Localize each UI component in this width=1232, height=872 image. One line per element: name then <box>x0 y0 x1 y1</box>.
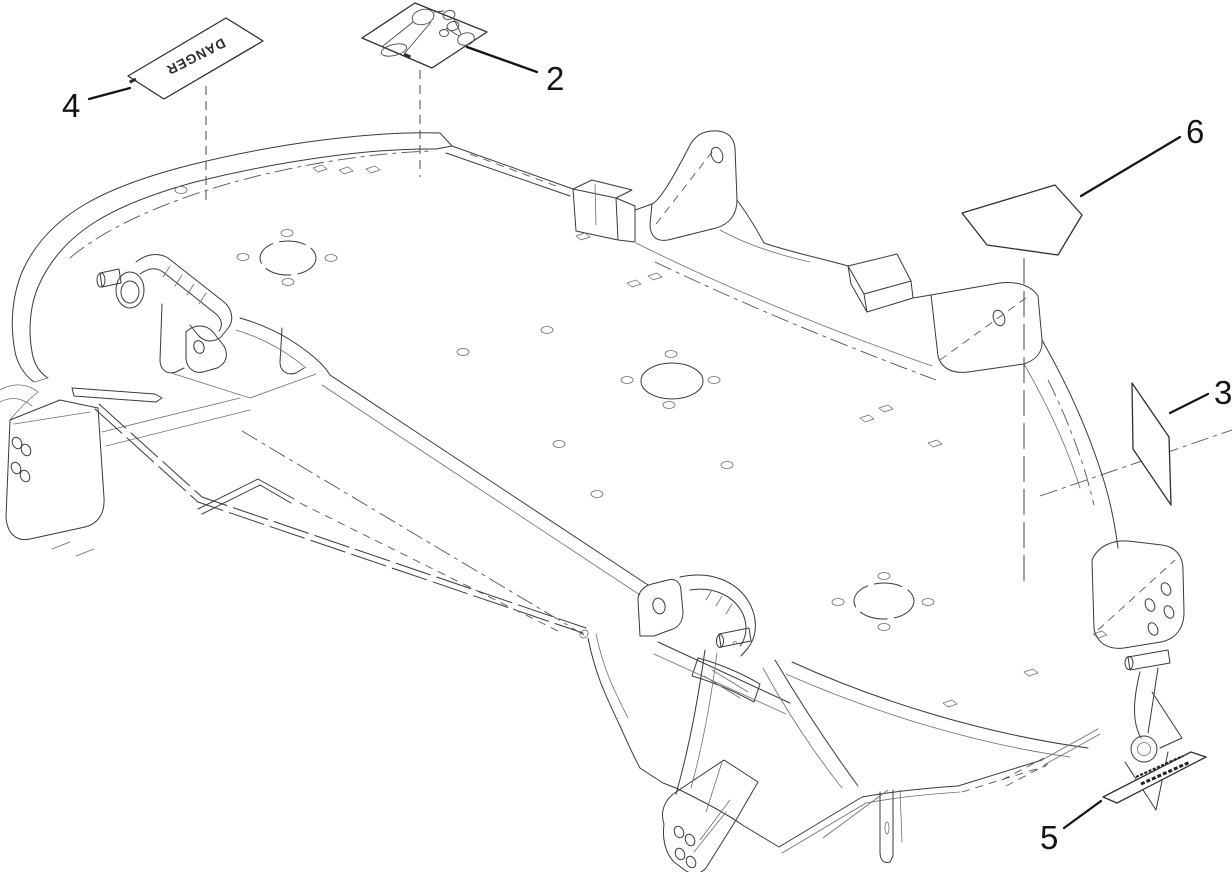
decals: DANGER <box>127 2 1207 804</box>
callout-leader-line <box>465 45 539 74</box>
callout-5: 5 <box>1040 799 1103 856</box>
rear-upstand-bracket <box>572 130 937 381</box>
mower-deck-line-art <box>0 130 1232 872</box>
callout-leader-line <box>1062 799 1103 830</box>
left-hinge-assembly <box>96 254 331 447</box>
center-hinge-assembly <box>637 574 1089 758</box>
callout-6: 6 <box>1079 113 1204 198</box>
spindle-opening-right <box>853 582 915 620</box>
front-left-bracket <box>5 387 589 639</box>
callout-number-3: 3 <box>1214 374 1232 411</box>
callout-2: 2 <box>465 45 564 97</box>
callout-4: 4 <box>62 86 132 124</box>
deck-holes <box>174 164 1108 708</box>
danger-decal: DANGER <box>127 17 264 100</box>
decal-position-lines <box>205 70 1025 588</box>
bolt-hole <box>710 146 724 164</box>
callout-number-2: 2 <box>546 60 564 97</box>
callout-number-6: 6 <box>1186 113 1204 150</box>
callout-leader-line <box>1079 135 1182 198</box>
belt-routing-decal <box>361 2 488 69</box>
bolt-hole <box>992 309 1006 327</box>
hinge-boss <box>115 271 145 309</box>
callout-number-4: 4 <box>62 87 80 124</box>
right-rear-brackets <box>847 253 1232 549</box>
right-lower-assembly <box>1001 540 1185 811</box>
callout-leader-line <box>1168 392 1210 415</box>
spindle-opening-center <box>640 362 704 400</box>
callout-number-5: 5 <box>1040 819 1058 856</box>
decal-fine-print-mark <box>128 77 137 84</box>
spindle-openings <box>236 229 935 631</box>
discharge-and-front-bracket <box>587 633 1047 872</box>
callout-3: 3 <box>1168 374 1232 415</box>
front-lift-rod <box>94 408 584 634</box>
blank-decal-top-right <box>961 184 1083 256</box>
decal-fine-print-mark <box>403 52 412 59</box>
blank-decal-right <box>1131 382 1172 506</box>
roller-pulley <box>1130 735 1158 763</box>
decal-fine-print-mark <box>1135 754 1184 779</box>
warning-strip-decal <box>1102 751 1207 804</box>
deck-fold-lines <box>321 374 649 596</box>
callout-leader-line <box>87 86 132 101</box>
callouts: 2 3 4 5 6 <box>62 45 1232 856</box>
deck-rim <box>0 132 574 421</box>
spindle-opening-left <box>259 240 317 276</box>
decal-fine-print-mark <box>1140 760 1191 786</box>
